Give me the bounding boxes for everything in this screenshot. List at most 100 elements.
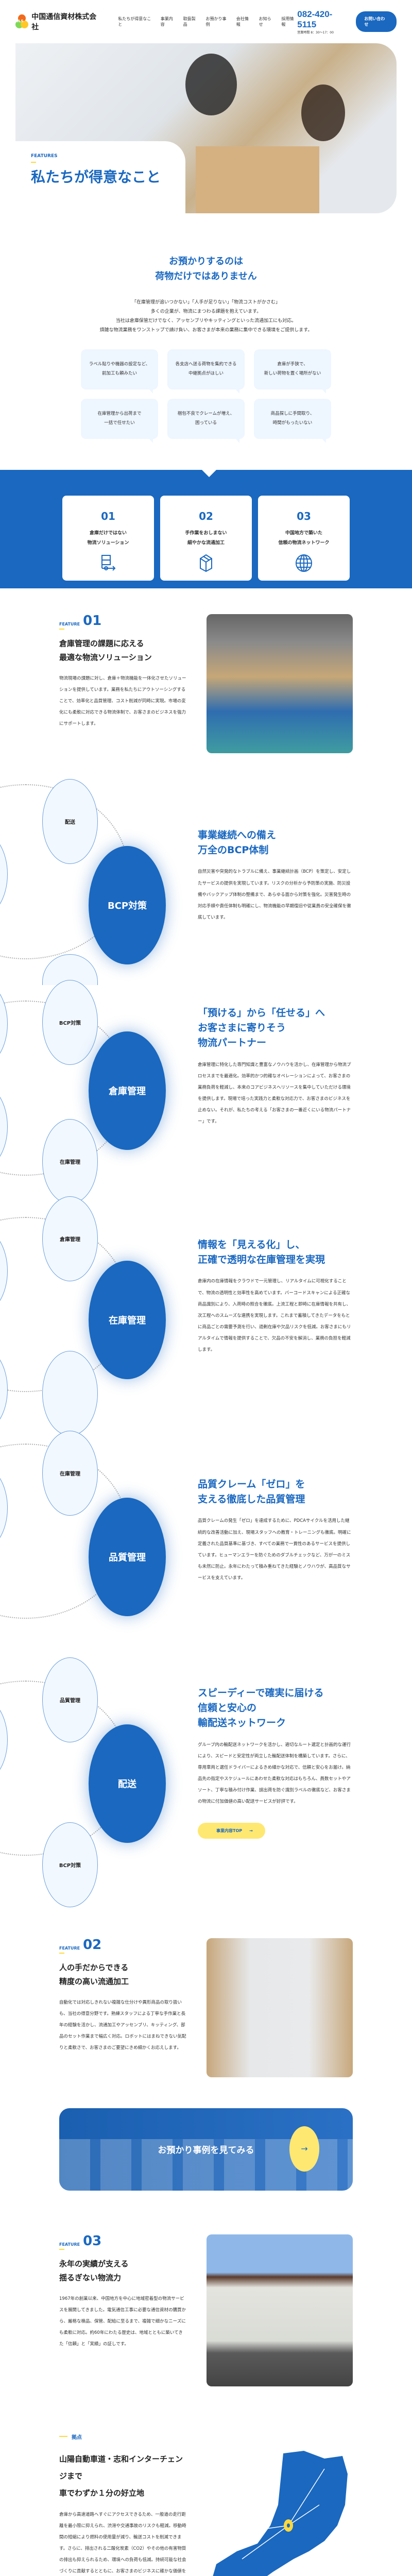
orbit-active-circle: BCP対策 — [89, 845, 166, 964]
services-orbit: 配送 BCP対策 事業継続への備え万全のBCP体制 自然災害や突発的なトラブルに… — [0, 769, 412, 1912]
header-contact-button[interactable]: お問い合わせ — [356, 11, 397, 32]
service-delivery: 品質管理 配送 BCP対策 スピーディーで確実に届ける信頼と安心の輸配送ネットワ… — [0, 1624, 412, 1912]
building-photo — [206, 2234, 353, 2386]
service-body: 倉庫内の在庫情報をクラウドで一元管理し、リアルタイムに可視化することで、物流の透… — [198, 1279, 351, 1353]
orbit-prev-circle[interactable]: BCP対策 — [42, 979, 98, 1065]
nav-products[interactable]: 取扱製品 — [183, 16, 196, 27]
feature-body: 1967年の創業以来、中国地方を中心に地域密着型の物流サービスを展開してきました… — [59, 2296, 186, 2347]
service-title: 「預ける」から「任せる」へお客さまに寄りそう物流パートナー — [198, 1007, 325, 1049]
orbit-active-circle: 在庫管理 — [89, 1260, 166, 1379]
pain-point-bubbles: ラベル貼りや機器の設定など、前加工も頼みたい 各支店へ送る荷物を集約できる中継拠… — [0, 349, 412, 443]
hero-section: FEATURES 私たちが得意なこと — [15, 43, 397, 213]
intro-paragraph: 「在庫管理が追いつかない」「人手が足りない」「物流コストがかさむ」 多くの企業が… — [99, 299, 313, 333]
pain-point-bubble: 各支店へ送る荷物を集約できる中継拠点がほしい — [167, 349, 245, 394]
strengths-band: 01 倉庫だけではない物流ソリューション 02 手作業をおしまない細やかな流通加… — [0, 469, 412, 588]
feature-title: 人の手だからできる精度の高い流通加工 — [59, 1962, 129, 1986]
feature-body: 物流現場の課題に対し、倉庫＋物流機能を一体化させたソリューションを提供しています… — [59, 675, 186, 726]
section-label: 拠点 — [59, 2433, 186, 2441]
warehouse-photo — [206, 614, 353, 753]
strength-text: 倉庫だけではない物流ソリューション — [87, 530, 129, 546]
pain-point-bubble: 在庫管理から出荷まで一括で任せたい — [81, 398, 158, 443]
header-phone: 082-420-5115 営業時間 8：30〜17：00 — [297, 9, 350, 35]
pain-point-bubble: 倉庫が手狭で、新しい荷物を置く場所がない — [254, 349, 331, 394]
service-body: グループ内の輸配送ネットワークを活かし、適切なルート選定と計画的な運行により、ス… — [198, 1742, 351, 1805]
cases-banner-label: お預かり事例を見てみる — [158, 2145, 254, 2156]
strength-card-02[interactable]: 02 手作業をおしまない細やかな流通加工 — [160, 495, 252, 581]
logo-mark-icon: SLS — [15, 14, 28, 29]
business-hours: 営業時間 8：30〜17：00 — [297, 30, 334, 35]
page-title: 私たちが得意なこと — [31, 168, 161, 185]
orbit-prev-circle[interactable]: 配送 — [42, 778, 98, 864]
business-top-button[interactable]: 事業内容TOP → — [198, 1823, 265, 1839]
service-body: 自然災害や突発的なトラブルに備え、事業継続計画（BCP）を策定し、安定したサービ… — [198, 869, 351, 920]
nav-company[interactable]: 会社情報 — [236, 16, 249, 27]
base-title: 山陽自動車道・志和インターチェンジまで車でわずか１分の好立地 — [59, 2454, 183, 2498]
arrow-right-icon: → — [249, 1828, 253, 1834]
box-icon — [160, 554, 252, 572]
service-quality: 在庫管理 品質管理 品質クレーム「ゼロ」を支える徹底した品質管理 品質クレームの… — [0, 1413, 412, 1624]
strength-card-03[interactable]: 03 中国地方で築いた信頼の物流ネットワーク — [258, 495, 350, 581]
accent-line — [31, 162, 36, 163]
base-body: 倉庫から高速道路へすぐにアクセスできるため、一般道の走行距離を最小限に抑えられ、… — [59, 2512, 186, 2574]
orbit-next-circle[interactable]: BCP対策 — [42, 1822, 98, 1907]
service-body: 品質クレームの発生「ゼロ」を達成するために、PDCAサイクルを活用した継続的な改… — [198, 1518, 351, 1581]
service-title: 情報を「見える化」し、正確で透明な在庫管理を実現 — [198, 1239, 325, 1266]
hero-photo-person-2 — [301, 84, 345, 141]
phone-number[interactable]: 082-420-5115 — [297, 9, 333, 29]
service-title: 品質クレーム「ゼロ」を支える徹底した品質管理 — [198, 1478, 305, 1505]
service-warehouse: BCP対策 倉庫管理 在庫管理 「預ける」から「任せる」へお客さまに寄りそう物流… — [0, 979, 412, 1204]
feature-title: 永年の実績が支える揺るぎない物流力 — [59, 2259, 129, 2282]
global-nav: 私たちが得意なこと 事業内容 取扱製品 お預かり事例 会社情報 お知らせ 採用情… — [118, 16, 297, 27]
orbit-active-circle: 品質管理 — [89, 1497, 166, 1616]
strength-text: 手作業をおしまない細やかな流通加工 — [185, 530, 227, 546]
orbit-prev-circle[interactable]: 倉庫管理 — [42, 1196, 98, 1281]
nav-cases[interactable]: お預かり事例 — [205, 16, 227, 27]
hero-photo-boxes — [196, 146, 319, 213]
service-body: 倉庫管理に特化した専門知識と豊富なノウハウを活かし、在庫管理から物流プロセスまで… — [198, 1062, 351, 1125]
cart-arrow-icon — [62, 554, 154, 572]
orbit-active-circle: 配送 — [89, 1724, 166, 1843]
hero-label: FEATURES — [31, 154, 58, 159]
orbit-prev-circle[interactable]: 在庫管理 — [42, 1430, 98, 1516]
chugoku-region-map — [206, 2448, 353, 2576]
orbit-next-circle[interactable]: 在庫管理 — [42, 1118, 98, 1204]
service-bcp: 配送 BCP対策 事業継続への備え万全のBCP体制 自然災害や突発的なトラブルに… — [0, 769, 412, 985]
strength-number: 01 — [101, 510, 115, 522]
company-name: 中国通信資材株式会社 — [31, 13, 97, 31]
service-title: 事業継続への備え万全のBCP体制 — [198, 829, 277, 856]
cases-banner-link[interactable]: お預かり事例を見てみる → — [59, 2108, 353, 2191]
feature-title: 倉庫管理の課題に応える最適な物流ソリューション — [59, 638, 152, 662]
intro-heading: お預かりするのは荷物だけではありません — [155, 256, 257, 282]
arrow-right-icon: → — [289, 2126, 319, 2172]
nav-features[interactable]: 私たちが得意なこと — [118, 16, 151, 27]
service-inventory: 倉庫管理 在庫管理 情報を「見える化」し、正確で透明な在庫管理を実現 倉庫内の在… — [0, 1196, 412, 1436]
company-logo[interactable]: SLS 中国通信資材株式会社 — [15, 11, 101, 32]
nav-business[interactable]: 事業内容 — [160, 16, 173, 27]
pain-point-bubble: ラベル貼りや機器の設定など、前加工も頼みたい — [81, 349, 158, 394]
nav-news[interactable]: お知らせ — [259, 16, 271, 27]
strength-number: 03 — [297, 510, 311, 522]
staff-photo — [206, 1938, 353, 2077]
orbit-next-circle[interactable] — [42, 1350, 98, 1436]
nav-recruit[interactable]: 採用情報 — [281, 16, 294, 27]
service-title: スピーディーで確実に届ける信頼と安心の輸配送ネットワーク — [198, 1687, 324, 1729]
globe-icon — [258, 554, 350, 572]
orbit-active-circle: 倉庫管理 — [89, 1031, 166, 1150]
strength-text: 中国地方で築いた信頼の物流ネットワーク — [278, 530, 330, 546]
strength-card-01[interactable]: 01 倉庫だけではない物流ソリューション — [62, 495, 154, 581]
intro-section: お預かりするのは荷物だけではありません 「在庫管理が追いつかない」「人手が足りな… — [0, 213, 412, 454]
feature-body: 自動化では対応しきれない複雑な仕分けや異形商品の取り扱いも、当社の得意分野です。… — [59, 1999, 186, 2050]
site-header: SLS 中国通信資材株式会社 私たちが得意なこと 事業内容 取扱製品 お預かり事… — [0, 0, 412, 43]
strength-number: 02 — [199, 510, 213, 522]
orbit-prev-circle[interactable]: 品質管理 — [42, 1657, 98, 1742]
hero-title-box: FEATURES 私たちが得意なこと — [15, 141, 185, 213]
base-section: 拠点 山陽自動車道・志和インターチェンジまで車でわずか１分の好立地 倉庫から高速… — [0, 2402, 412, 2576]
pain-point-bubble: 梱包不良でクレームが増え、困っている — [167, 398, 245, 443]
pain-point-bubble: 商品探しに手間取り、時間がもったいない — [254, 398, 331, 443]
